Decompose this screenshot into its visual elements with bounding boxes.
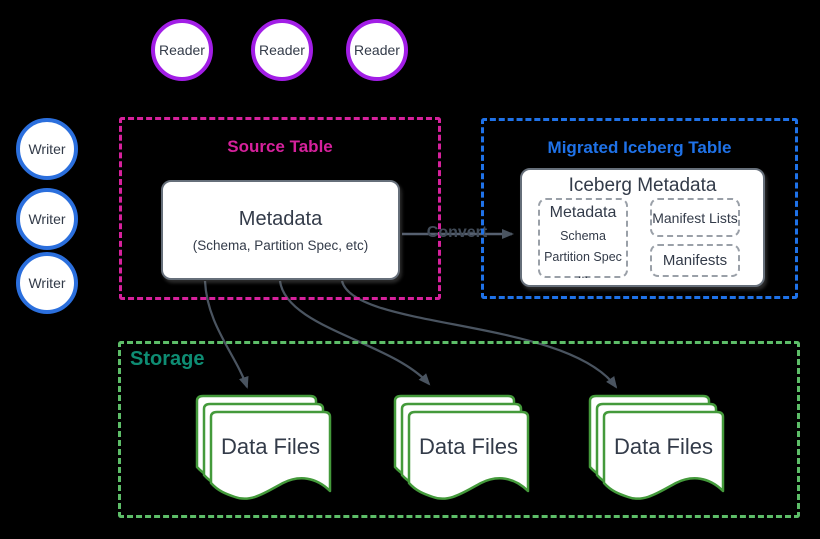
convert-label: Convert <box>426 224 488 241</box>
source-table-title: Source Table <box>227 137 333 156</box>
writer-label: Writer <box>28 275 66 291</box>
source-table-group: Source Table <box>119 117 441 300</box>
reader-node-2: Reader <box>251 19 313 81</box>
data-files-stack-1: Data Files <box>195 394 332 502</box>
data-files-stack-2: Data Files <box>393 394 530 502</box>
manifest-lists-box: Manifest Lists <box>650 198 740 237</box>
iceberg-metadata-group-box: Metadata Schema Partition Spec ... <box>538 198 628 281</box>
writer-node-2: Writer <box>16 188 78 250</box>
writer-node-3: Writer <box>16 252 78 314</box>
writer-label: Writer <box>28 141 66 157</box>
iceberg-metadata-group-title: Metadata <box>549 204 617 221</box>
iceberg-metadata-item-ellipsis: ... <box>577 267 589 281</box>
writer-label: Writer <box>28 211 66 227</box>
reader-node-3: Reader <box>346 19 408 81</box>
data-files-label: Data Files <box>613 434 714 459</box>
reader-label: Reader <box>159 42 205 58</box>
document-stack-icon <box>393 394 530 500</box>
reader-label: Reader <box>259 42 305 58</box>
storage-title: Storage <box>130 348 205 370</box>
source-metadata-subtitle: (Schema, Partition Spec, etc) <box>192 237 369 253</box>
reader-node-1: Reader <box>151 19 213 81</box>
reader-label: Reader <box>354 42 400 58</box>
storage-group: Storage <box>118 341 800 518</box>
document-stack-icon <box>588 394 725 500</box>
manifests-label: Manifests <box>662 252 728 269</box>
writer-node-1: Writer <box>16 118 78 180</box>
iceberg-metadata-title: Iceberg Metadata <box>568 175 717 196</box>
document-stack-icon <box>195 394 332 500</box>
data-files-label: Data Files <box>220 434 321 459</box>
data-files-label: Data Files <box>418 434 519 459</box>
data-files-stack-3: Data Files <box>588 394 725 502</box>
iceberg-metadata-item-partition-spec: Partition Spec <box>544 250 622 264</box>
migrated-iceberg-table-title: Migrated Iceberg Table <box>547 138 732 157</box>
iceberg-metadata-item-schema: Schema <box>560 229 606 243</box>
source-metadata-title: Metadata <box>238 207 323 230</box>
manifest-lists-label: Manifest Lists <box>652 209 738 226</box>
migrated-iceberg-table-group: Migrated Iceberg Table <box>481 118 798 299</box>
source-metadata-box: Metadata (Schema, Partition Spec, etc) <box>161 180 400 280</box>
manifests-box: Manifests <box>650 244 740 277</box>
